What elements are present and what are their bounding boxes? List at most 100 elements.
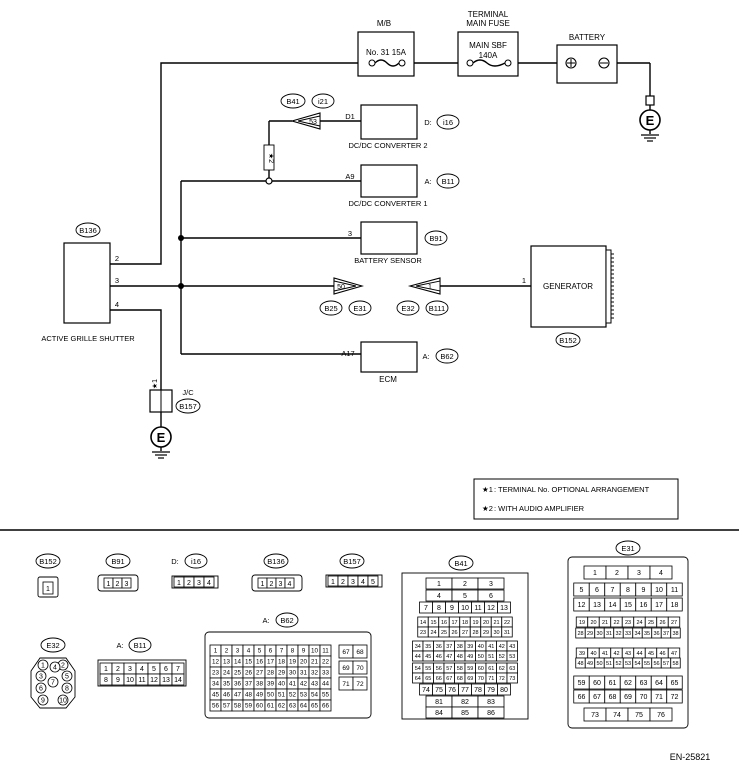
connector-pin bbox=[506, 650, 518, 662]
star2-mark: ★2 bbox=[267, 153, 275, 163]
connector-pin-label: 63 bbox=[640, 680, 648, 687]
svg-text:1: 1 bbox=[107, 581, 111, 588]
connector-pin-label: 13 bbox=[500, 605, 508, 612]
connector-pin bbox=[57, 694, 69, 706]
e31-id: E31 bbox=[353, 304, 366, 313]
connector-pin-label: 66 bbox=[322, 703, 330, 710]
connector-pin-label: 11 bbox=[474, 605, 481, 612]
connector-pin-label: 18 bbox=[671, 602, 679, 609]
connector-pin-label: 70 bbox=[478, 676, 484, 682]
connector-e32-inline: 1 E32 B111 bbox=[396, 277, 449, 316]
connector-pin-label: 69 bbox=[342, 665, 350, 672]
wires bbox=[110, 62, 651, 427]
connector-pin bbox=[352, 660, 368, 675]
connector-pin-label: 7 bbox=[51, 680, 55, 687]
connector-pin-label: 83 bbox=[487, 699, 495, 706]
connector-pin-label: 14 bbox=[420, 620, 426, 626]
connector-pin-label: 33 bbox=[625, 631, 631, 637]
svg-text:3: 3 bbox=[125, 581, 129, 588]
connector-pin-label: 56 bbox=[212, 703, 220, 710]
connector-pin-label: 63 bbox=[289, 703, 297, 710]
legend-mark-2: ★2 bbox=[482, 504, 493, 513]
b41-id: B41 bbox=[286, 97, 299, 106]
connector-pin-label: 67 bbox=[446, 676, 452, 682]
connector-pin-label: 42 bbox=[613, 651, 619, 657]
connector-pin-label: 35 bbox=[425, 644, 431, 650]
connector-pin-label: 55 bbox=[644, 661, 650, 667]
connector-b41-inline: B41 i21 53 ★2 bbox=[263, 93, 335, 171]
connector-pin-label: 55 bbox=[322, 692, 330, 699]
connector-pin-label: 13 bbox=[162, 677, 170, 684]
dcdc1-label: DC/DC CONVERTER 1 bbox=[348, 199, 427, 208]
connector-pin-label: 34 bbox=[634, 631, 640, 637]
connector-pin bbox=[649, 565, 673, 580]
connector-pin-label: 52 bbox=[499, 654, 505, 660]
connector-pin-label: 18 bbox=[462, 620, 468, 626]
connector-view-i16: D: i16 1 2 3 4 bbox=[171, 553, 219, 589]
connector-pin-label: 7 bbox=[176, 666, 180, 673]
connector-pin bbox=[477, 577, 505, 590]
connector-pin-label: 71 bbox=[655, 694, 663, 701]
connector-pin bbox=[670, 657, 681, 669]
connector-pin-label: 12 bbox=[212, 659, 220, 666]
connector-pin bbox=[35, 670, 47, 682]
connector-pin-label: 82 bbox=[461, 699, 469, 706]
battery-sensor-label: BATTERY SENSOR bbox=[354, 256, 422, 265]
star1-mark: ★1 bbox=[151, 379, 159, 389]
connector-pin-label: 14 bbox=[234, 659, 242, 666]
connector-pin-label: 4 bbox=[437, 593, 441, 600]
mb-fuse-label: No. 31 15A bbox=[366, 48, 407, 57]
dcdc2-label: DC/DC CONVERTER 2 bbox=[348, 141, 427, 150]
connector-pin-label: 43 bbox=[509, 644, 515, 650]
connector-pin bbox=[171, 673, 185, 686]
connector-pin-label: 70 bbox=[640, 694, 648, 701]
connector-pin-label: 9 bbox=[302, 648, 306, 655]
e31-pin: 50 bbox=[337, 284, 345, 291]
connector-pin-label: 22 bbox=[613, 620, 619, 626]
connector-pin-label: 30 bbox=[493, 630, 499, 636]
connector-pin-label: 52 bbox=[615, 661, 621, 667]
connector-pin-label: 75 bbox=[435, 687, 443, 694]
connector-pin-label: 43 bbox=[625, 651, 631, 657]
connector-pin-label: 42 bbox=[499, 644, 505, 650]
b41-pin: 53 bbox=[309, 119, 317, 126]
connector-view-b152: B152 1 bbox=[35, 553, 61, 598]
connector-pin-label: 10 bbox=[655, 587, 663, 594]
connector-e31-inline: 50 B25 E31 bbox=[319, 277, 372, 316]
connector-pin-label: 14 bbox=[609, 602, 617, 609]
connector-pin-label: 41 bbox=[289, 681, 297, 688]
connector-pin-label: 39 bbox=[267, 681, 275, 688]
svg-text:4: 4 bbox=[288, 581, 292, 588]
connector-pin-label: 21 bbox=[493, 620, 499, 626]
main-sbf-rating: 140A bbox=[479, 51, 498, 60]
connector-pin-label: 33 bbox=[322, 670, 330, 677]
connector-pin-label: 58 bbox=[672, 661, 678, 667]
connector-pin-label: 34 bbox=[415, 644, 421, 650]
connector-pin-label: 24 bbox=[636, 620, 642, 626]
ecm-pin: A17 bbox=[341, 349, 354, 358]
connector-view-b157: B157 1 2 3 4 5 bbox=[325, 553, 383, 588]
connector-pin-label: 36 bbox=[234, 681, 242, 688]
connector-pin bbox=[47, 676, 59, 688]
connector-pin-label: 32 bbox=[615, 631, 621, 637]
dcdc2-conn-prefix: D: bbox=[424, 118, 432, 127]
b111-id: B111 bbox=[429, 304, 445, 313]
dcdc1-conn-id: B11 bbox=[442, 177, 455, 186]
connector-pin-label: 36 bbox=[653, 631, 659, 637]
e32-pin: 1 bbox=[428, 284, 432, 291]
generator-label: GENERATOR bbox=[543, 282, 593, 291]
connector-pin-label: 71 bbox=[342, 681, 350, 688]
connector-pin-label: 46 bbox=[436, 654, 442, 660]
connector-pin-label: 12 bbox=[487, 605, 495, 612]
connector-pin bbox=[37, 659, 49, 671]
jc-conn-id: B157 bbox=[179, 402, 197, 411]
connector-pin-label: 52 bbox=[289, 692, 297, 699]
connector-pin-label: 20 bbox=[590, 620, 596, 626]
connector-pin-label: 28 bbox=[267, 670, 275, 677]
svg-text:5: 5 bbox=[371, 579, 375, 586]
connector-pin-label: 18 bbox=[278, 659, 286, 666]
dcdc1-conn-prefix: A: bbox=[424, 177, 431, 186]
main-fuse-title-1: TERMINAL bbox=[468, 10, 509, 19]
